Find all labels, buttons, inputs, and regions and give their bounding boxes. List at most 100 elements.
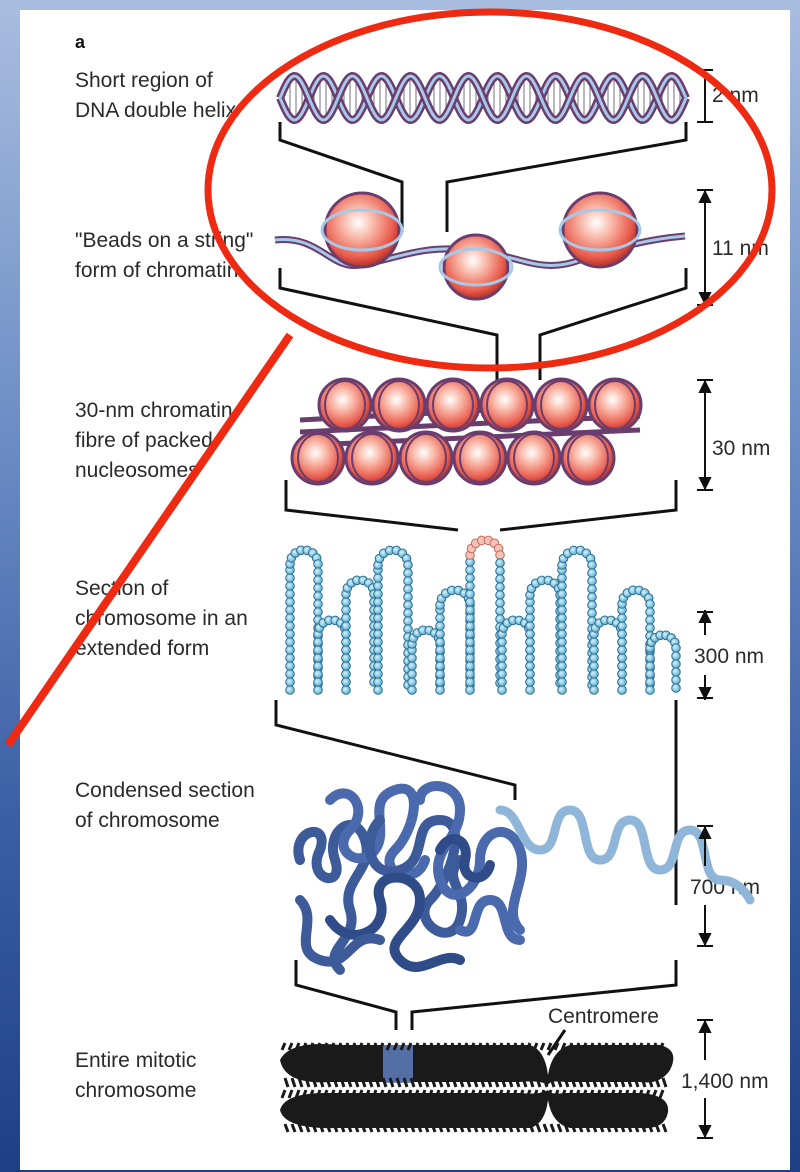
chromatin-bead [498,686,507,695]
condensed-section [298,786,750,970]
chromatin-bead [342,614,351,623]
chromatin-bead [436,638,445,647]
chromatin-bead [404,625,413,634]
chromatin-bead [314,646,323,655]
chromatin-bead [588,569,597,578]
chromatin-bead [590,670,599,679]
nucleosome-bead [440,235,512,299]
chromatin-bead [526,638,535,647]
chromatin-bead [498,654,507,663]
packed-nucleosome [589,379,641,431]
chromosome-fibre [544,1124,547,1132]
chromatin-bead [466,638,475,647]
chromatin-bead [496,583,505,592]
chromatin-bead [588,609,597,618]
chromosome-fibre [663,1078,666,1087]
chromosome-fibre [660,1090,663,1098]
packed-nucleosome [481,379,533,431]
chromatin-bead [374,582,383,591]
chromatin-bead [496,551,505,560]
chromatin-bead [588,561,597,570]
chromatin-bead [558,598,567,607]
chromatin-bead [618,630,627,639]
chromatin-bead [314,686,323,695]
chromosome-fibre [292,1124,295,1132]
chromatin-bead [466,598,475,607]
chromatin-bead [466,614,475,623]
chromatin-bead [498,670,507,679]
chromatin-bead [526,614,535,623]
chromatin-bead [618,662,627,671]
chromatin-bead [374,686,383,695]
mitotic-chromosome [280,1043,673,1132]
chromosome-fibre [282,1043,285,1050]
chromatin-bead [526,662,535,671]
chromatin-bead [466,654,475,663]
packed-nucleosome [535,379,587,431]
chromatin-bead [404,569,413,578]
chromatin-bead [436,662,445,671]
chromatin-bead [590,678,599,687]
chromatin-bead [466,630,475,639]
chromatin-bead [618,686,627,695]
chromatin-bead [374,654,383,663]
chromatin-bead [558,614,567,623]
chromatin-bead [286,686,295,695]
nucleosome-bead [322,193,402,267]
chromatin-bead [558,574,567,583]
chromatin-bead [526,686,535,695]
packed-nucleosome [454,432,506,484]
30nm-fibre [292,379,641,484]
chromatin-bead [466,566,475,575]
chromatin-bead [404,577,413,586]
chromatin-bead [408,678,417,687]
chromatin-bead [314,670,323,679]
chromatin-bead [314,584,323,593]
chromosome-fibre [285,1078,288,1087]
chromatin-bead [436,622,445,631]
chromatin-bead [314,600,323,609]
chromatin-bead [374,590,383,599]
chromatin-bead [646,600,655,609]
chromosome-fibre [537,1124,540,1132]
dna-double-helix [280,76,686,120]
chromatin-bead [498,662,507,671]
chromatin-bead [374,614,383,623]
chromatin-bead [436,630,445,639]
chromatin-bead [408,662,417,671]
chromatin-bead [466,670,475,679]
chromatin-bead [342,598,351,607]
chromosome-fibre [282,1090,285,1098]
chromatin-bead [466,582,475,591]
chromatin-bead [286,638,295,647]
chromatin-bead [404,561,413,570]
chromatin-bead [342,670,351,679]
chromatin-bead [342,678,351,687]
chromosome-fibre [289,1090,292,1098]
chromatin-bead [374,678,383,687]
packed-nucleosome [562,432,614,484]
chromatin-bead [526,646,535,655]
chromatin-bead [618,614,627,623]
chromatin-bead [286,670,295,679]
chromatin-bead [558,670,567,679]
chromatin-bead [286,630,295,639]
chromatin-bead [314,568,323,577]
chromatin-bead [618,646,627,655]
packed-nucleosome [508,432,560,484]
connector-5 [296,960,676,1055]
chromatin-bead [646,654,655,663]
chromatin-bead [618,638,627,647]
chromatin-bead [374,646,383,655]
connector-3 [286,480,676,530]
chromatin-bead [286,574,295,583]
chromatin-bead [590,646,599,655]
chromatin-bead [466,574,475,583]
chromatin-bead [558,606,567,615]
chromatin-bead [646,670,655,679]
chromatin-bead [466,678,475,687]
chromatin-bead [286,582,295,591]
chromatin-bead [408,654,417,663]
chromatin-bead [558,590,567,599]
packed-nucleosome [400,432,452,484]
